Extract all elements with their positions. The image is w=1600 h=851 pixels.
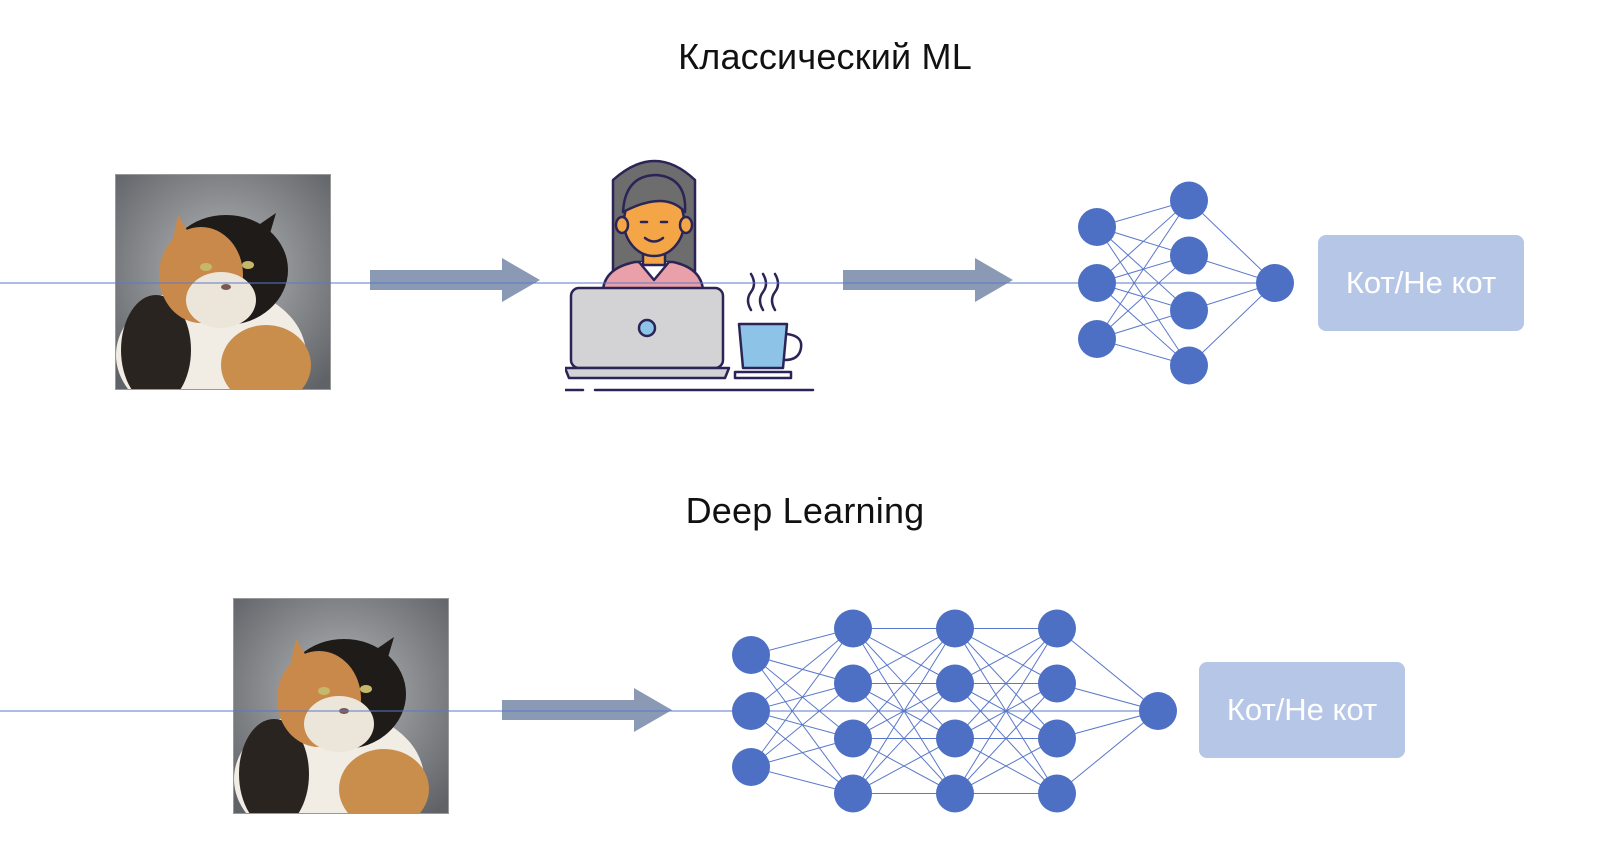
network-edge <box>852 683 956 794</box>
network-edge <box>852 628 956 739</box>
network-node <box>732 636 770 674</box>
network-edge <box>750 683 854 768</box>
cat-photo <box>115 174 331 390</box>
network-edge <box>1096 200 1190 340</box>
network-edge <box>1096 200 1190 284</box>
cat-photo-image <box>234 599 448 813</box>
output-label-classic-ml: Кот/Не кот <box>1318 235 1524 331</box>
network-node <box>1170 346 1208 385</box>
undefined <box>0 609 1177 813</box>
arrow-right-icon <box>370 258 540 302</box>
network-edge <box>1188 282 1276 366</box>
arrow-right-icon <box>843 258 1013 302</box>
network-node <box>1170 236 1208 275</box>
arrow-right-icon <box>502 688 672 732</box>
network-node <box>1078 264 1116 302</box>
network-node <box>732 692 770 730</box>
network-node <box>1170 291 1208 330</box>
cat-photo <box>233 598 449 814</box>
network-edge <box>1056 628 1159 712</box>
person-at-laptop-icon <box>565 159 815 392</box>
title-classic-ml: Классический ML <box>678 36 972 77</box>
network-edge <box>750 628 854 712</box>
network-node <box>936 664 974 703</box>
network-node <box>834 719 872 758</box>
network-node <box>834 774 872 813</box>
network-node <box>834 609 872 648</box>
output-label-deep-learning: Кот/Не кот <box>1199 662 1405 758</box>
network-node <box>834 664 872 703</box>
network-node <box>732 748 770 786</box>
network-edge <box>954 738 1058 794</box>
network-node <box>1139 692 1177 730</box>
network-edge <box>1188 200 1276 284</box>
network-edge <box>954 628 1058 684</box>
network-node <box>936 609 974 648</box>
network-node <box>1078 320 1116 358</box>
network-edge <box>1096 255 1190 340</box>
cat-photo-image <box>116 175 330 389</box>
network-node <box>936 719 974 758</box>
network-node <box>1256 264 1294 302</box>
network-node <box>1038 719 1076 758</box>
network-edge <box>1056 710 1159 794</box>
network-node <box>936 774 974 813</box>
network-node <box>1038 609 1076 648</box>
network-edge <box>954 628 1058 739</box>
network-edge <box>750 628 854 768</box>
network-node <box>1038 774 1076 813</box>
network-edge <box>954 683 1058 794</box>
network-edge <box>852 738 956 794</box>
network-node <box>1170 181 1208 220</box>
undefined <box>0 181 1294 385</box>
title-deep-learning: Deep Learning <box>685 490 925 531</box>
network-node <box>1078 208 1116 246</box>
network-edge <box>852 628 956 684</box>
network-node <box>1038 664 1076 703</box>
